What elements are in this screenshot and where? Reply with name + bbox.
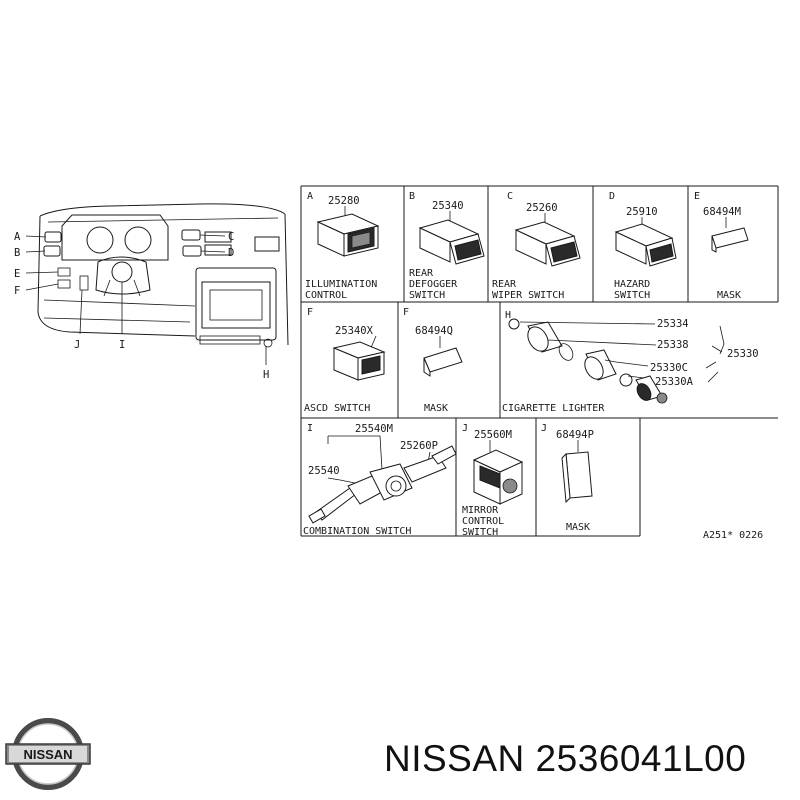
rear-wiper-switch-icon <box>514 221 581 267</box>
diagram-code: A251* 0226 <box>703 530 763 541</box>
nissan-logo: NISSAN <box>5 718 91 790</box>
cell-hazard-switch: D 25910 HAZARD SWITCH <box>609 191 677 301</box>
part-number: 68494P <box>556 429 594 441</box>
mask-icon <box>711 227 749 253</box>
logo-lettering: NISSAN <box>23 747 72 762</box>
part-number: 25334 <box>657 318 689 330</box>
callout-f: F <box>14 285 20 297</box>
callout-j: J <box>74 339 80 351</box>
part-name: SWITCH <box>409 290 445 301</box>
ascd-switch-icon <box>332 341 386 381</box>
part-name: SWITCH <box>614 290 650 301</box>
part-name: MASK <box>566 522 590 533</box>
cell-mask-j: J 68494P MASK <box>541 423 594 533</box>
cell-cigarette-lighter: H 25334 25338 25330 25330C 25330A CIGARE… <box>502 310 759 414</box>
cell-combination-switch: I 25540M 25260P 25540 COMBINATION SWITCH <box>303 423 457 537</box>
part-name: SWITCH <box>462 527 498 538</box>
part-number: 25260P <box>400 440 438 452</box>
part-name: ASCD SWITCH <box>304 403 370 414</box>
cell-mirror-control-switch: J 25560M MIRROR CONTROL SWITCH <box>462 423 524 538</box>
callout-a: A <box>14 231 21 243</box>
cell-letter: E <box>694 191 700 202</box>
mask-icon <box>423 347 463 377</box>
mask-icon <box>561 451 593 504</box>
product-title: NISSAN 2536041L00 <box>384 738 747 779</box>
dashboard-overview: A B C D E F J I H <box>14 203 289 381</box>
part-name: MIRROR <box>462 505 499 516</box>
cell-mask-e: E 68494M MASK <box>694 191 749 301</box>
rear-defogger-switch-icon <box>418 219 485 265</box>
cell-letter: F <box>403 307 409 318</box>
cell-letter: D <box>609 191 615 202</box>
callout-d: D <box>228 247 234 259</box>
callout-h: H <box>263 369 269 381</box>
part-number: 25330A <box>655 376 694 388</box>
cell-illumination-control: A 25280 ILLUMINATION CONTROL <box>305 191 380 301</box>
part-number: 25338 <box>657 339 689 351</box>
cigarette-lighter-icon <box>508 318 668 404</box>
part-number: 68494Q <box>415 325 453 337</box>
part-name: CIGARETTE LIGHTER <box>502 403 605 414</box>
cell-letter: J <box>541 423 547 434</box>
part-number: 25330C <box>650 362 688 374</box>
part-number: 25910 <box>626 206 658 218</box>
callout-c: C <box>228 231 234 243</box>
cell-letter: A <box>307 191 313 202</box>
illumination-control-switch-icon <box>316 213 380 257</box>
part-number: 25280 <box>328 195 360 207</box>
part-name: MASK <box>424 403 448 414</box>
callout-b: B <box>14 247 20 259</box>
cell-letter: H <box>505 310 511 321</box>
part-name: CONTROL <box>462 516 504 527</box>
part-number: 25340X <box>335 325 374 337</box>
part-number: 25330 <box>727 348 759 360</box>
cell-letter: J <box>462 423 468 434</box>
part-name: MASK <box>717 290 741 301</box>
part-name: REAR <box>492 279 517 290</box>
hazard-switch-icon <box>614 223 677 267</box>
cell-ascd-switch: F 25340X ASCD SWITCH <box>304 307 386 414</box>
cell-letter: B <box>409 191 415 202</box>
part-number: 25540 <box>308 465 340 477</box>
part-name: REAR <box>409 268 434 279</box>
cell-mask-f: F 68494Q MASK <box>403 307 463 414</box>
part-name: ILLUMINATION <box>305 279 377 290</box>
callout-i: I <box>119 339 125 351</box>
cell-rear-defogger-switch: B 25340 REAR DEFOGGER SWITCH <box>409 191 485 301</box>
part-number: 25340 <box>432 200 464 212</box>
part-name: CONTROL <box>305 290 347 301</box>
callout-e: E <box>14 268 20 280</box>
cell-letter: F <box>307 307 313 318</box>
cell-letter: I <box>307 423 313 434</box>
cell-letter: C <box>507 191 513 202</box>
mirror-control-switch-icon <box>472 449 524 505</box>
combination-switch-icon <box>308 445 457 524</box>
part-number: 68494M <box>703 206 741 218</box>
part-name: WIPER SWITCH <box>492 290 564 301</box>
part-number: 25540M <box>355 423 393 435</box>
part-number: 25560M <box>474 429 512 441</box>
parts-grid <box>300 185 779 537</box>
part-number: 25260 <box>526 202 558 214</box>
cell-rear-wiper-switch: C 25260 REAR WIPER SWITCH <box>492 191 581 301</box>
part-name: HAZARD <box>614 279 650 290</box>
part-name: DEFOGGER <box>409 279 458 290</box>
part-name: COMBINATION SWITCH <box>303 526 411 537</box>
